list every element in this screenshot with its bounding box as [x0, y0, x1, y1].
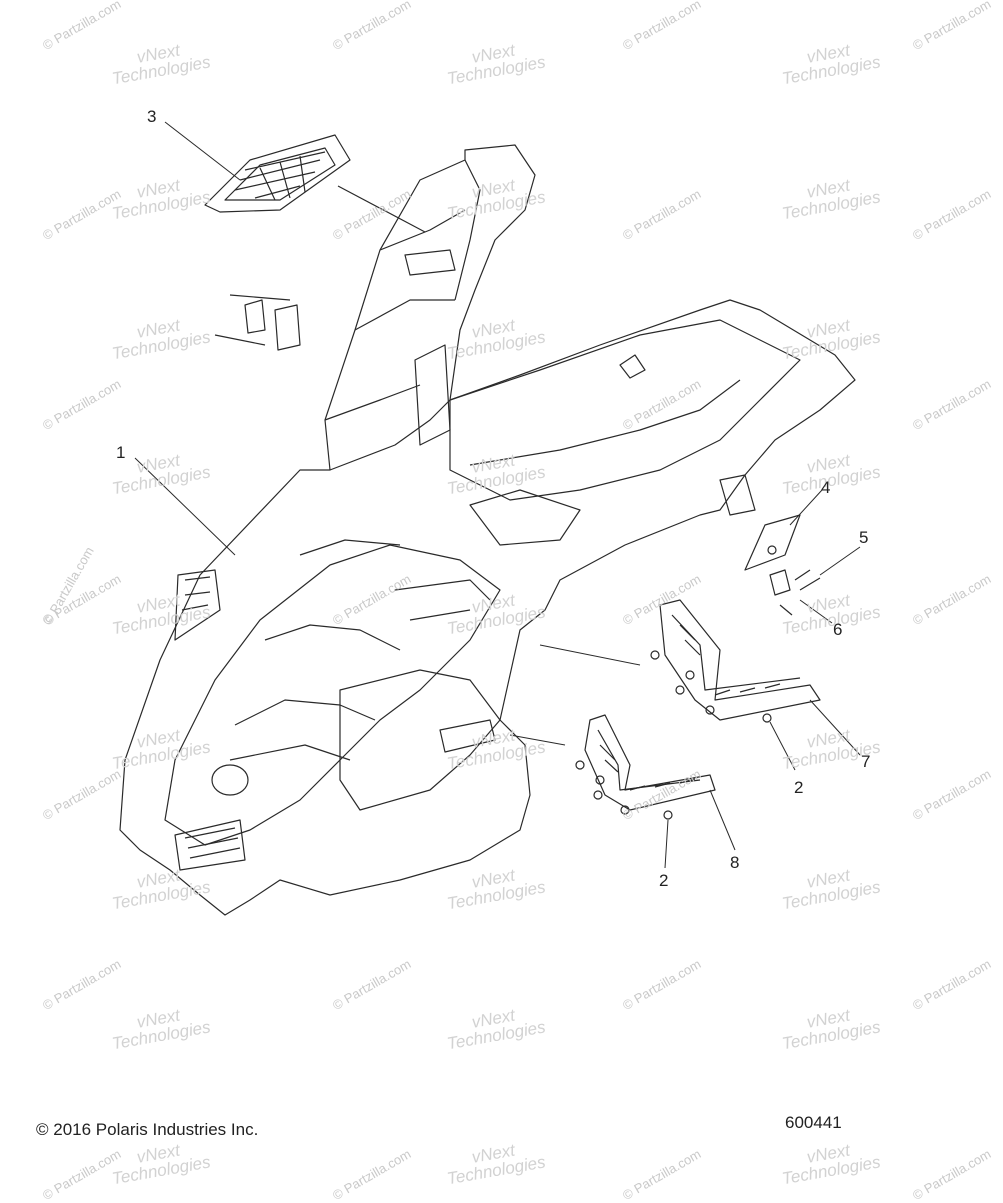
callout-2: 2	[794, 778, 804, 797]
part-1-body-panel	[119, 144, 856, 916]
leader-lines	[134, 121, 861, 869]
part-5-6-fasteners	[769, 569, 821, 616]
bracket-clip	[214, 294, 301, 351]
callout-8: 8	[730, 853, 740, 872]
callout-1: 1	[116, 443, 126, 462]
part-4-plate	[744, 514, 801, 571]
part-7-step-plate	[650, 599, 821, 721]
callout-2: 2	[659, 871, 669, 890]
part-2-nuts	[663, 713, 772, 820]
callout-5: 5	[859, 528, 869, 547]
callout-7: 7	[861, 752, 871, 771]
part-3-grille	[204, 134, 426, 233]
callout-6: 6	[833, 620, 843, 639]
part-8-step-plate	[575, 714, 716, 815]
callout-3: 3	[147, 107, 157, 126]
copyright-text: © 2016 Polaris Industries Inc.	[36, 1120, 259, 1139]
diagram-number: 600441	[785, 1113, 842, 1132]
callout-4: 4	[821, 478, 831, 497]
